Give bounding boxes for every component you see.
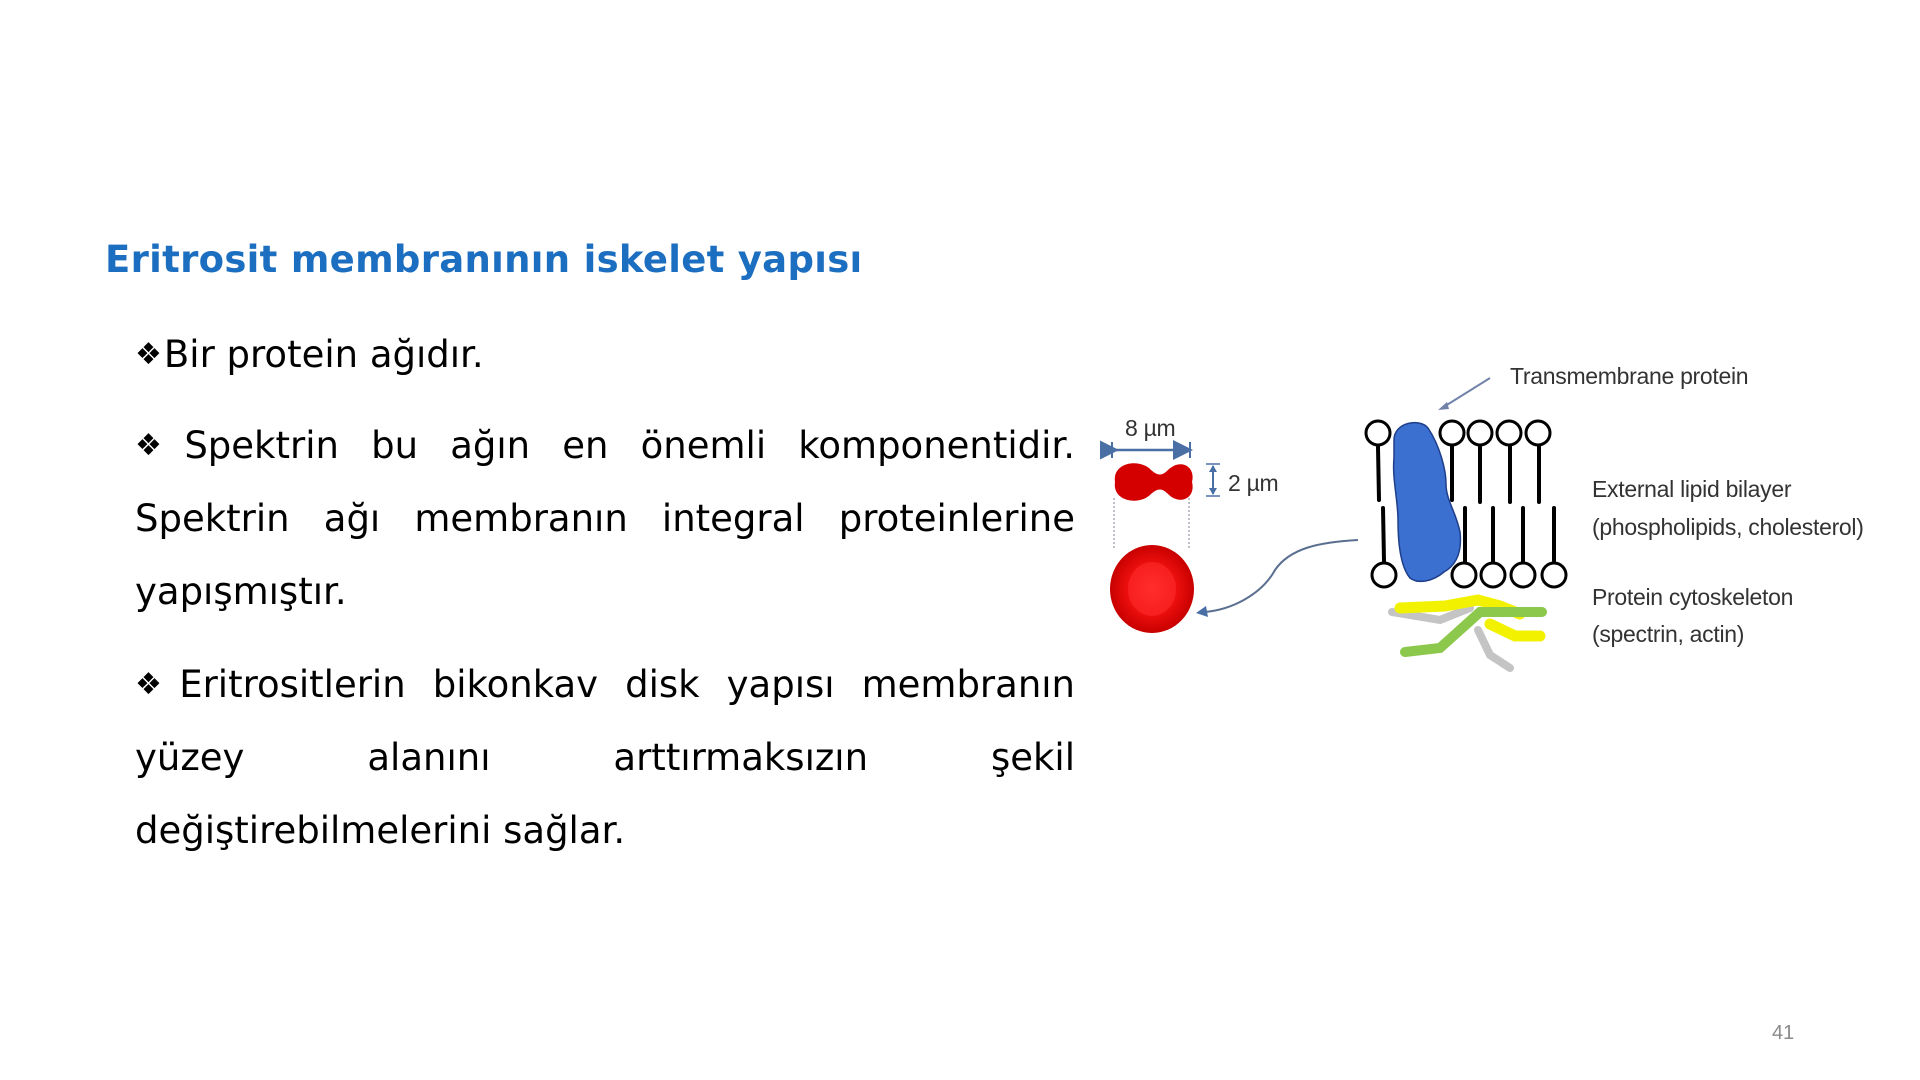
erythrocyte-membrane-diagram: 8 µm 2 µm Transmembrane protein External… bbox=[1100, 360, 1920, 680]
page-number: 41 bbox=[1772, 1022, 1795, 1044]
bilayer-label-line2: (phospholipids, cholesterol) bbox=[1592, 514, 1864, 540]
slide-body: ❖Bir protein ağıdır. ❖Spektrin bu ağın e… bbox=[135, 318, 1075, 887]
bullet-paragraph-1: ❖Bir protein ağıdır. bbox=[135, 318, 1075, 391]
diamond-bullet-icon: ❖ bbox=[135, 428, 183, 463]
bilayer-label-line1: External lipid bilayer bbox=[1592, 476, 1792, 502]
paragraph-text: Bir protein ağıdır. bbox=[163, 333, 484, 376]
connector-arrow bbox=[1203, 539, 1359, 613]
width-dimension-arrow bbox=[1100, 440, 1193, 460]
transmembrane-protein-label: Transmembrane protein bbox=[1510, 363, 1749, 389]
transmembrane-protein bbox=[1392, 421, 1462, 583]
paragraph-text: Spektrin bu ağın en önemli komponentidir… bbox=[135, 424, 1075, 613]
cytoskeleton-label-line2: (spectrin, actin) bbox=[1592, 621, 1745, 647]
thickness-dimension-arrow bbox=[1206, 463, 1220, 497]
cytoskeleton-fibers bbox=[1388, 594, 1547, 672]
lipid-bilayer bbox=[1364, 419, 1568, 589]
width-label: 8 µm bbox=[1125, 415, 1176, 441]
slide-title: Eritrosit membranının iskelet yapısı bbox=[105, 238, 863, 281]
bullet-paragraph-2: ❖Spektrin bu ağın en önemli komponentidi… bbox=[135, 409, 1075, 628]
bullet-paragraph-3: ❖Eritrositlerin bikonkav disk yapısı mem… bbox=[135, 648, 1075, 867]
cytoskeleton-label-line1: Protein cytoskeleton bbox=[1592, 584, 1794, 610]
thickness-label: 2 µm bbox=[1228, 470, 1279, 496]
paragraph-text: Eritrositlerin bikonkav disk yapısı memb… bbox=[135, 663, 1075, 852]
diamond-bullet-icon: ❖ bbox=[135, 667, 178, 702]
rbc-side-view bbox=[1114, 463, 1193, 501]
diamond-bullet-icon: ❖ bbox=[135, 337, 162, 372]
